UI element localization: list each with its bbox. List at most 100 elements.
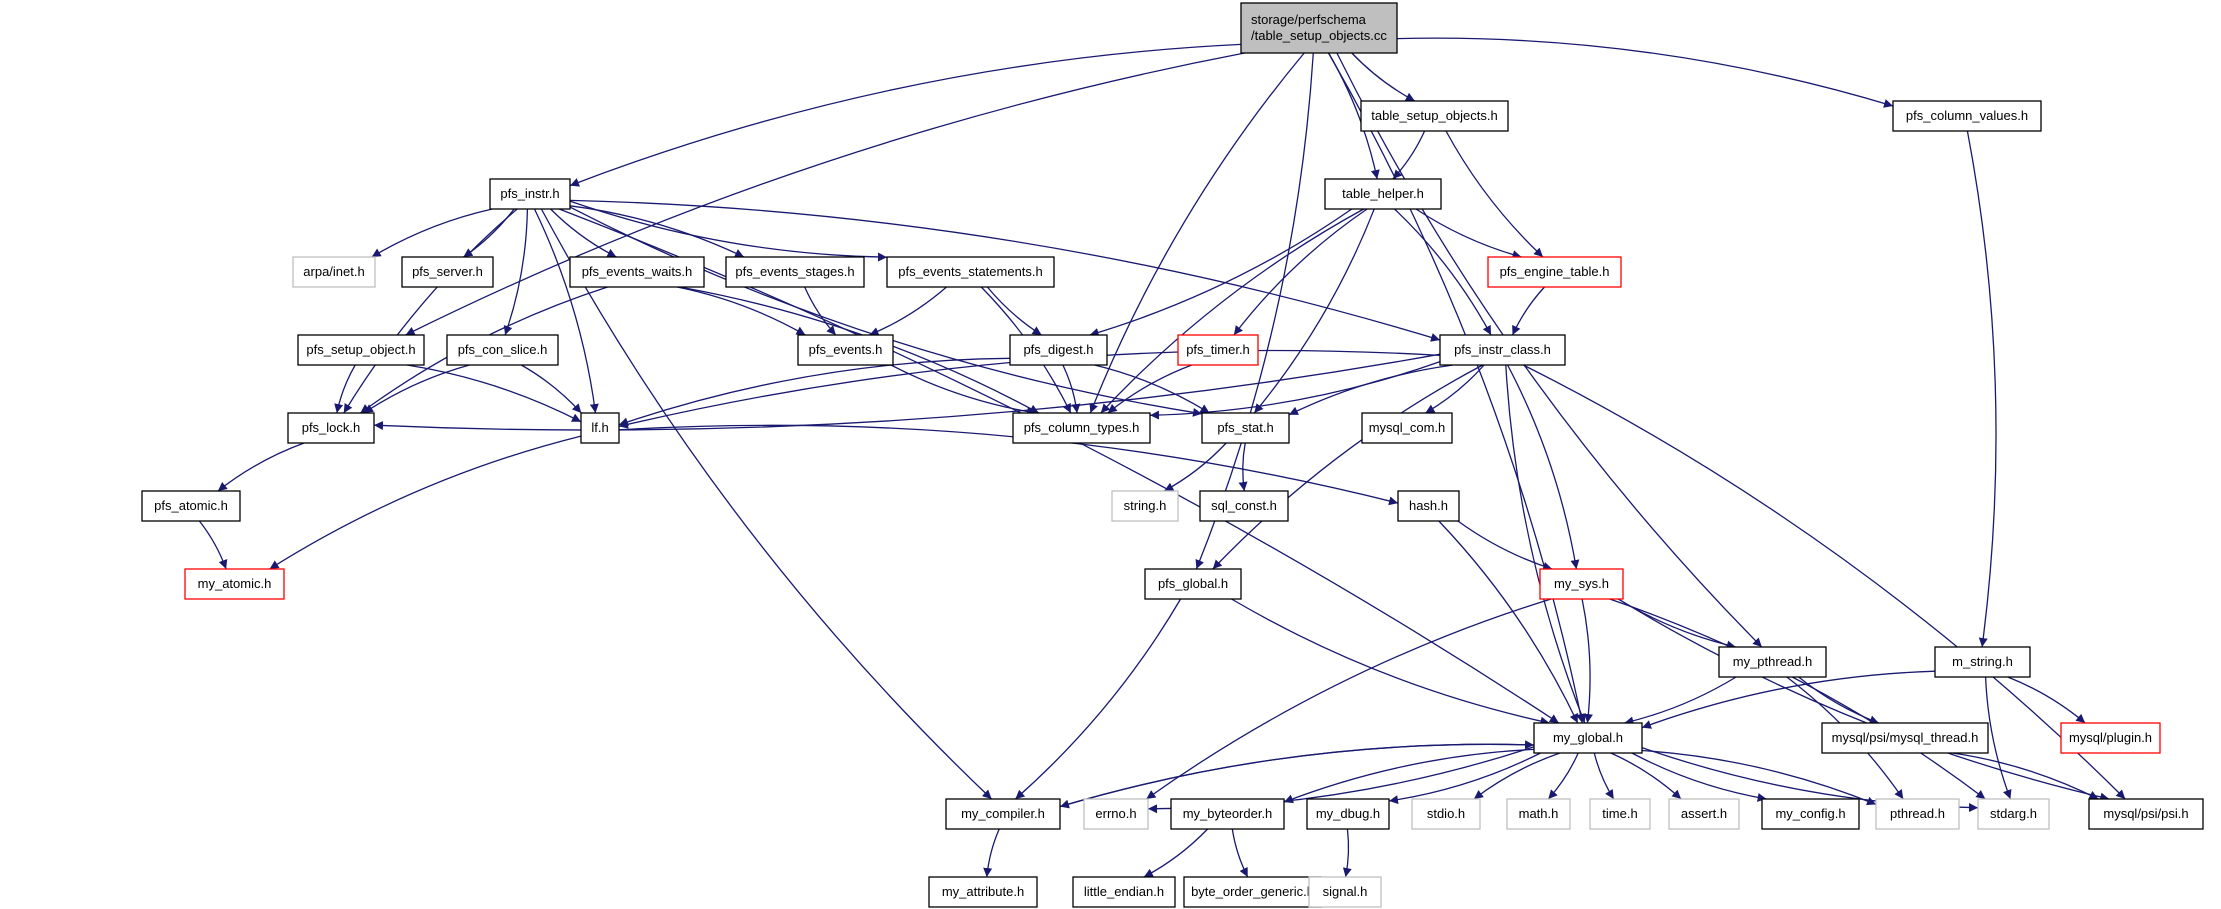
node-table-helper-h[interactable]: table_helper.h <box>1324 178 1442 210</box>
node-pfs-events-h[interactable]: pfs_events.h <box>797 334 894 366</box>
node-box <box>2060 722 2161 754</box>
node-mysql-psi-psi-h[interactable]: mysql/psi/psi.h <box>2088 798 2204 830</box>
edge-my_sys_h-to-errno_h <box>1146 598 1552 800</box>
edge-my_global_h-to-my_config_h <box>1631 752 1767 802</box>
node-pfs-global-h[interactable]: pfs_global.h <box>1144 568 1242 600</box>
node-pfs-lock-h[interactable]: pfs_lock.h <box>287 412 375 444</box>
node-root[interactable]: storage/perfschema/table_setup_objects.c… <box>1240 2 1398 54</box>
node-my-dbug-h[interactable]: my_dbug.h <box>1306 798 1390 830</box>
node-pfs-engine-table-h[interactable]: pfs_engine_table.h <box>1487 256 1622 288</box>
node-box <box>287 412 375 444</box>
node-mysql-psi-mysql-thread-h[interactable]: mysql/psi/mysql_thread.h <box>1821 722 1989 754</box>
node-box <box>1072 876 1176 908</box>
node-pfs-stat-h[interactable]: pfs_stat.h <box>1201 412 1290 444</box>
edge-pfs_instr_h-to-my_compiler_h <box>540 208 993 800</box>
node-pfs-con-slice-h[interactable]: pfs_con_slice.h <box>446 334 559 366</box>
node-my-global-h[interactable]: my_global.h <box>1533 722 1643 754</box>
node-my-compiler-h[interactable]: my_compiler.h <box>945 798 1061 830</box>
node-pfs-timer-h[interactable]: pfs_timer.h <box>1177 334 1259 366</box>
node-pfs-events-statements-h[interactable]: pfs_events_statements.h <box>886 256 1055 288</box>
edge-my_sys_h-to-my_global_h <box>1581 598 1593 724</box>
edge-root-to-pfs_column_values_h <box>1396 37 1894 108</box>
node-mysql-plugin-h[interactable]: mysql/plugin.h <box>2060 722 2161 754</box>
edge-pfs_engine_table_h-to-pfs_instr_class_h <box>1511 286 1545 336</box>
edge-pfs_events_statements_h-to-pfs_events_h <box>869 286 947 336</box>
edge-pfs_column_values_h-to-m_string_h <box>1966 130 1997 648</box>
node-little-endian-h[interactable]: little_endian.h <box>1072 876 1176 908</box>
edge-table_helper_h-to-pfs_column_types_h <box>1100 208 1365 414</box>
node-box <box>1308 876 1382 908</box>
node-box <box>1240 2 1398 54</box>
edge-pfs_setup_object_h-to-pfs_lock_h <box>334 364 356 414</box>
node-my-byteorder-h[interactable]: my_byteorder.h <box>1170 798 1285 830</box>
node-sql-const-h[interactable]: sql_const.h <box>1199 490 1289 522</box>
node-label: pfs_server.h <box>412 264 483 279</box>
node-box <box>928 876 1038 908</box>
node-lf-h[interactable]: lf.h <box>580 412 620 444</box>
node-my-sys-h[interactable]: my_sys.h <box>1539 568 1624 600</box>
node-stdio-h[interactable]: stdio.h <box>1411 798 1481 830</box>
node-assert-h[interactable]: assert.h <box>1668 798 1740 830</box>
node-time-h[interactable]: time.h <box>1589 798 1651 830</box>
edge-pfs_events_stages_h-to-pfs_events_h <box>804 286 837 336</box>
edge-pfs_instr_h-to-pfs_events_waits_h <box>550 208 617 258</box>
edge-my_pthread_h-to-my_global_h <box>1624 676 1737 726</box>
node-pfs-column-types-h[interactable]: pfs_column_types.h <box>1012 412 1151 444</box>
node-label: m_string.h <box>1952 654 2013 669</box>
node-box <box>1201 412 1290 444</box>
node-signal-h[interactable]: signal.h <box>1308 876 1382 908</box>
node-m-string-h[interactable]: m_string.h <box>1934 646 2031 678</box>
node-pfs-server-h[interactable]: pfs_server.h <box>401 256 494 288</box>
node-my-attribute-h[interactable]: my_attribute.h <box>928 876 1038 908</box>
edge-pfs_con_slice_h-to-pfs_lock_h <box>363 364 470 414</box>
node-stdarg-h[interactable]: stdarg.h <box>1977 798 2050 830</box>
node-pfs-digest-h[interactable]: pfs_digest.h <box>1009 334 1108 366</box>
node-label: mysql/psi/mysql_thread.h <box>1832 730 1979 745</box>
node-errno-h[interactable]: errno.h <box>1083 798 1149 830</box>
node-math-h[interactable]: math.h <box>1506 798 1571 830</box>
node-hash-h[interactable]: hash.h <box>1397 490 1460 522</box>
node-pfs-instr-h[interactable]: pfs_instr.h <box>489 178 571 210</box>
node-box <box>1360 100 1509 132</box>
edge-my_global_h-to-my_dbug_h <box>1388 752 1541 805</box>
node-mysql-com-h[interactable]: mysql_com.h <box>1361 412 1453 444</box>
edge-my_byteorder_h-to-byte_order_generic_h <box>1231 828 1249 878</box>
node-label: math.h <box>1519 806 1559 821</box>
node-pfs-instr-class-h[interactable]: pfs_instr_class.h <box>1439 334 1566 366</box>
edge-pfs_instr_h-to-pfs_events_stages_h <box>569 205 745 258</box>
node-pfs-atomic-h[interactable]: pfs_atomic.h <box>141 490 241 522</box>
edge-table_helper_h-to-pfs_engine_table_h <box>1415 208 1522 259</box>
node-box <box>1012 412 1151 444</box>
node-pthread-h[interactable]: pthread.h <box>1875 798 1960 830</box>
edge-root-to-table_setup_objects_h <box>1351 52 1416 102</box>
edge-root-to-pfs_column_types_h <box>1089 52 1305 414</box>
node-arpa-inet-h[interactable]: arpa/inet.h <box>292 256 376 288</box>
node-label: pfs_events_waits.h <box>582 264 693 279</box>
edge-pfs_instr_h-to-pfs_con_slice_h <box>503 208 529 336</box>
node-label: my_global.h <box>1553 730 1623 745</box>
edge-table_helper_h-to-pfs_instr_class_h <box>1394 208 1492 336</box>
node-pfs-column-values-h[interactable]: pfs_column_values.h <box>1892 100 2042 132</box>
node-label: pfs_global.h <box>1158 576 1228 591</box>
edge-pfs_stat_h-to-string_h <box>1163 442 1227 492</box>
edge-my_sys_h-to-mysql_psi_psi_h <box>1617 598 2110 802</box>
node-pfs-events-waits-h[interactable]: pfs_events_waits.h <box>569 256 705 288</box>
node-label: signal.h <box>1323 884 1368 899</box>
node-table-setup-objects-h[interactable]: table_setup_objects.h <box>1360 100 1509 132</box>
edge-pfs_global_h-to-my_compiler_h <box>1014 598 1182 800</box>
node-box <box>1111 490 1179 522</box>
node-pfs-events-stages-h[interactable]: pfs_events_stages.h <box>725 256 865 288</box>
edge-root-to-pfs_setup_object_h <box>405 52 1245 336</box>
node-box <box>1668 798 1740 830</box>
node-label: pfs_events.h <box>809 342 883 357</box>
node-my-pthread-h[interactable]: my_pthread.h <box>1718 646 1827 678</box>
node-string-h[interactable]: string.h <box>1111 490 1179 522</box>
node-byte-order-generic-h[interactable]: byte_order_generic.h <box>1183 876 1322 908</box>
node-my-config-h[interactable]: my_config.h <box>1761 798 1860 830</box>
edge-my_sys_h-to-my_pthread_h <box>1617 598 1736 650</box>
node-my-atomic-h[interactable]: my_atomic.h <box>184 568 285 600</box>
edge-root-to-my_global_h <box>1327 52 1585 724</box>
edge-my_byteorder_h-to-little_endian_h <box>1143 828 1209 878</box>
node-pfs-setup-object-h[interactable]: pfs_setup_object.h <box>297 334 425 366</box>
